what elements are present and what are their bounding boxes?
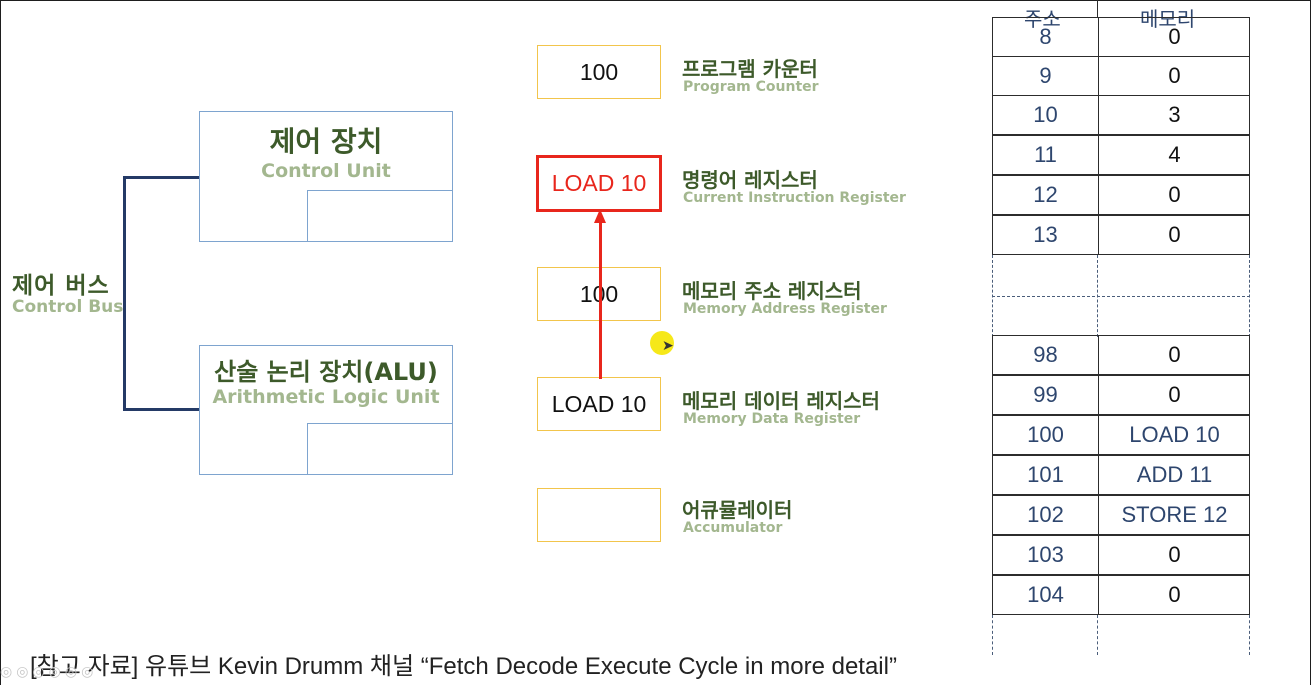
memory-address: 10 (1033, 102, 1058, 127)
instruction-register-sublabel: Current Instruction Register (683, 190, 906, 206)
memory-row: 13 0 (992, 215, 1250, 255)
mouse-pointer-icon: ➤ (662, 338, 674, 354)
control-unit-box: 제어 장치 Control Unit (199, 111, 453, 242)
memory-address: 101 (1027, 462, 1064, 487)
memory-value: 4 (1168, 142, 1181, 167)
memory-row: 104 0 (992, 575, 1250, 615)
memory-data-register: LOAD 10 (537, 377, 661, 431)
memory-address: 99 (1033, 382, 1058, 407)
memory-address: 8 (1039, 24, 1052, 49)
alu-title: 산술 논리 장치(ALU) (214, 358, 438, 386)
memory-value: 0 (1168, 222, 1181, 247)
program-counter-register: 100 (537, 45, 661, 99)
memory-value: 3 (1168, 102, 1181, 127)
gap-divider-horizontal (992, 296, 1250, 297)
memory-row: 101 ADD 11 (992, 455, 1250, 495)
memory-row: 8 0 (992, 17, 1250, 57)
tail-divider-middle (1097, 615, 1098, 655)
program-counter-label: 프로그램 카운터 (682, 57, 818, 81)
memory-address: 13 (1033, 222, 1058, 247)
memory-address-register-sublabel: Memory Address Register (683, 301, 887, 317)
memory-address: 102 (1027, 502, 1064, 527)
instruction-register-label: 명령어 레지스터 (682, 168, 818, 192)
memory-row: 12 0 (992, 175, 1250, 215)
accumulator-label: 어큐뮬레이터 (682, 498, 793, 522)
memory-value: 0 (1168, 582, 1181, 607)
accumulator-register (537, 488, 661, 542)
memory-header-address: 주소 (1024, 7, 1061, 31)
memory-header-memory: 메모리 (1140, 7, 1196, 31)
control-unit-subtitle: Control Unit (261, 160, 391, 182)
control-bus-subtitle: Control Bus (12, 297, 124, 317)
player-controls-icon[interactable]: ◎◎◎◎◎◎ (0, 664, 98, 680)
memory-row: 10 3 (992, 95, 1250, 135)
memory-value: 0 (1168, 63, 1181, 88)
transfer-arrow-shaft (599, 222, 602, 379)
cursor-highlight (650, 331, 674, 355)
transfer-arrow-head (594, 209, 606, 223)
alu-box: 산술 논리 장치(ALU) Arithmetic Logic Unit (199, 345, 453, 475)
tail-divider-right (1249, 615, 1250, 655)
bus-vertical-line (123, 176, 126, 411)
memory-row: 98 0 (992, 335, 1250, 375)
control-unit-title: 제어 장치 (269, 125, 383, 158)
control-unit-inner-box (307, 190, 453, 242)
memory-row: 100 LOAD 10 (992, 415, 1250, 455)
memory-row: 102 STORE 12 (992, 495, 1250, 535)
header-divider (1097, 0, 1098, 17)
memory-address: 98 (1033, 342, 1058, 367)
bus-branch-alu (123, 408, 200, 411)
memory-row: 9 0 (992, 56, 1250, 96)
tail-divider-left (992, 615, 993, 655)
control-bus-title: 제어 버스 (12, 273, 110, 299)
memory-address: 9 (1039, 63, 1052, 88)
memory-value: STORE 12 (1121, 502, 1228, 527)
memory-value: 0 (1168, 182, 1181, 207)
memory-data-register-label: 메모리 데이터 레지스터 (682, 389, 880, 413)
memory-address: 12 (1033, 182, 1058, 207)
alu-inner-box (307, 423, 453, 475)
memory-value: LOAD 10 (1129, 422, 1220, 447)
memory-row: 103 0 (992, 535, 1250, 575)
memory-address: 103 (1027, 542, 1064, 567)
memory-value: ADD 11 (1136, 462, 1213, 487)
reference-caption: [참고 자료] 유튜브 Kevin Drumm 채널 “Fetch Decode… (30, 653, 897, 680)
memory-row: 99 0 (992, 375, 1250, 415)
alu-subtitle: Arithmetic Logic Unit (212, 386, 440, 408)
instruction-register: LOAD 10 (536, 155, 662, 212)
memory-value: 0 (1168, 24, 1181, 49)
bus-branch-control (123, 176, 200, 179)
memory-row: 11 4 (992, 135, 1250, 175)
memory-address: 104 (1027, 582, 1064, 607)
memory-address: 100 (1027, 422, 1064, 447)
memory-value: 0 (1168, 382, 1181, 407)
accumulator-sublabel: Accumulator (683, 520, 783, 536)
memory-address-register-label: 메모리 주소 레지스터 (682, 279, 862, 303)
memory-value: 0 (1168, 542, 1181, 567)
memory-address: 11 (1034, 142, 1057, 167)
memory-value: 0 (1168, 342, 1181, 367)
memory-data-register-sublabel: Memory Data Register (683, 411, 861, 427)
program-counter-sublabel: Program Counter (683, 79, 819, 95)
